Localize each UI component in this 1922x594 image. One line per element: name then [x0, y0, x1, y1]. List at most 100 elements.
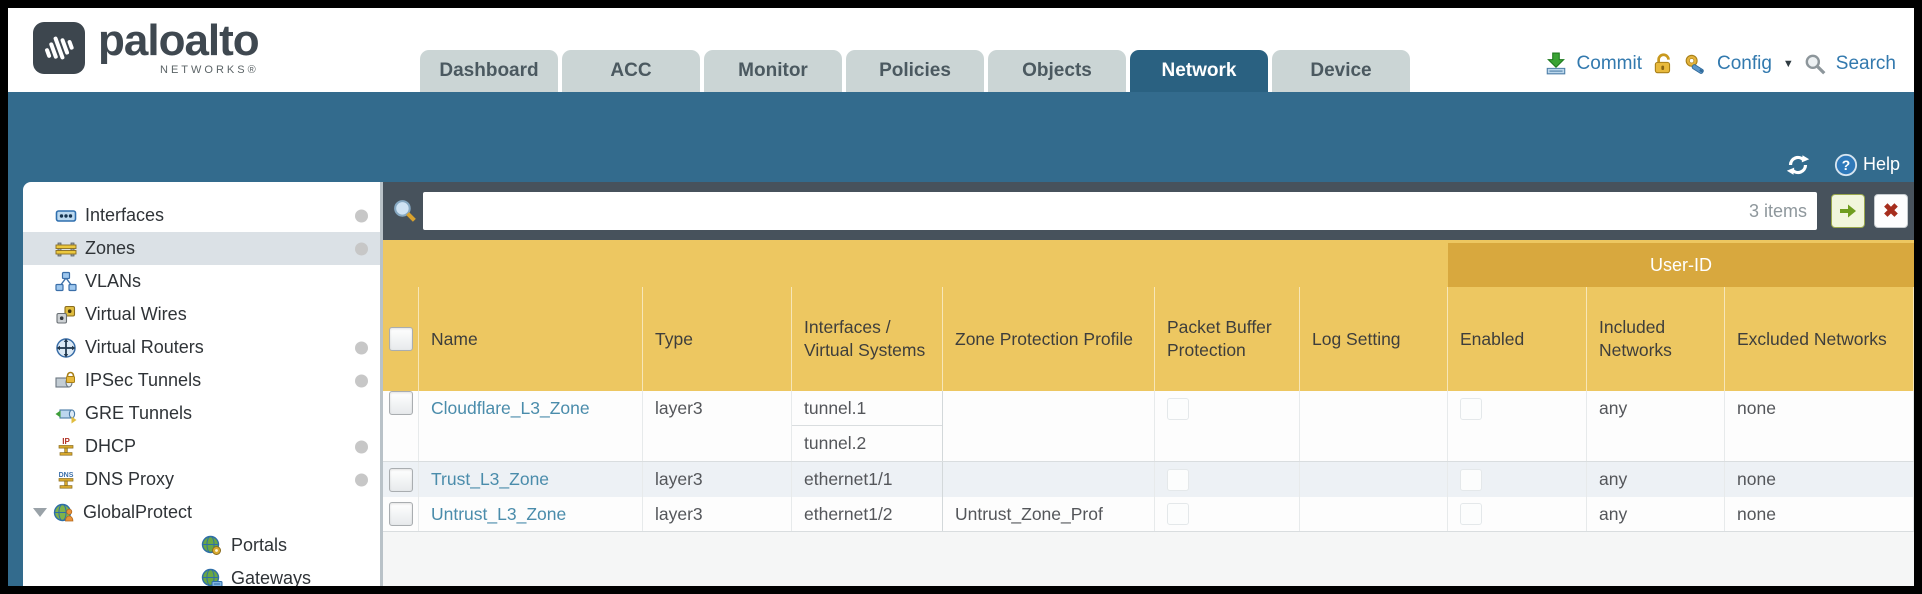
row-checkbox[interactable] [388, 467, 413, 492]
red-x-icon: ✖ [1883, 200, 1899, 222]
select-all-checkbox-cell [383, 287, 419, 391]
gateways-icon [201, 568, 223, 586]
sidebar-item-virtual-routers[interactable]: Virtual Routers [23, 331, 380, 364]
included-networks-cell: any [1587, 497, 1725, 531]
interface-subcell: tunnel.1 [792, 391, 942, 426]
clear-filter-button[interactable]: ✖ [1874, 194, 1908, 228]
zone-name-link[interactable]: Untrust_L3_Zone [431, 503, 567, 524]
zone-name-link[interactable]: Cloudflare_L3_Zone [431, 398, 590, 418]
select-all-checkbox[interactable] [388, 327, 413, 351]
column-header-zone-protection-profile[interactable]: Zone Protection Profile [943, 287, 1155, 391]
packet-buffer-checkbox[interactable] [1167, 468, 1189, 491]
user-id-enabled-checkbox[interactable] [1460, 503, 1482, 525]
help-label: Help [1862, 153, 1900, 174]
tab-monitor[interactable]: Monitor [704, 50, 842, 92]
sidebar-item-label: Interfaces [85, 205, 165, 225]
apply-filter-button[interactable] [1831, 194, 1865, 228]
sidebar-item-virtual-wires[interactable]: Virtual Wires [23, 298, 380, 331]
row-checkbox-cell [383, 497, 419, 531]
status-dot [355, 209, 368, 222]
tab-network[interactable]: Network [1130, 50, 1268, 92]
tab-device[interactable]: Device [1272, 50, 1410, 92]
sidebar-item-ipsec-tunnels[interactable]: IPSec Tunnels [23, 364, 380, 397]
sidebar-splitter[interactable] [380, 182, 383, 586]
column-header-excluded-networks[interactable]: Excluded Networks [1725, 287, 1914, 391]
config-icon [1684, 52, 1708, 76]
sidebar-item-interfaces[interactable]: Interfaces [23, 199, 380, 232]
sidebar-item-vlans[interactable]: VLANs [23, 265, 380, 298]
collapse-expander-icon[interactable] [33, 508, 47, 517]
sidebar-item-dns-proxy[interactable]: DNS DNS Proxy [23, 463, 380, 496]
excluded-networks-cell: none [1725, 497, 1914, 531]
column-header-included-networks[interactable]: Included Networks [1587, 287, 1725, 391]
green-arrow-icon [1840, 204, 1856, 218]
sidebar-item-gateways[interactable]: Gateways [23, 562, 380, 586]
svg-text:IP: IP [62, 437, 70, 446]
excluded-networks-cell: none [1725, 391, 1914, 461]
paloalto-logo: paloalto NETWORKS® [32, 19, 260, 76]
packet-buffer-checkbox[interactable] [1167, 503, 1189, 525]
packet-buffer-checkbox[interactable] [1167, 398, 1189, 420]
column-header-log-setting[interactable]: Log Setting [1300, 287, 1448, 391]
packet-buffer-protection-cell [1155, 391, 1300, 461]
filter-input[interactable] [433, 201, 1749, 221]
sidebar-item-label: DNS Proxy [85, 469, 175, 489]
tab-objects[interactable]: Objects [988, 50, 1126, 92]
search-button[interactable]: Search [1835, 53, 1896, 74]
ipsec-tunnels-icon [55, 370, 77, 392]
row-checkbox[interactable] [388, 391, 413, 415]
sidebar-item-globalprotect[interactable]: GlobalProtect [23, 496, 380, 529]
sidebar-item-label: Virtual Routers [85, 337, 204, 357]
help-link[interactable]: ? Help [1834, 152, 1900, 177]
main-nav-tabs: Dashboard ACC Monitor Policies Objects N… [420, 50, 1410, 92]
log-setting-cell [1300, 462, 1448, 497]
sidebar-item-zones[interactable]: Zones [23, 232, 380, 265]
lock-icon[interactable] [1651, 52, 1675, 76]
packet-buffer-protection-cell [1155, 497, 1300, 531]
zone-name-link[interactable]: Trust_L3_Zone [431, 469, 550, 489]
filter-input-box: 3 items [423, 192, 1817, 230]
zone-protection-profile-cell [943, 462, 1155, 497]
user-id-enabled-checkbox[interactable] [1460, 398, 1482, 420]
column-header-enabled[interactable]: Enabled [1448, 287, 1587, 391]
packet-buffer-protection-cell [1155, 462, 1300, 497]
tab-dashboard[interactable]: Dashboard [420, 50, 558, 92]
user-id-enabled-cell [1448, 497, 1587, 531]
zone-type-cell: layer3 [643, 462, 792, 497]
sidebar-item-gre-tunnels[interactable]: GRE Tunnels [23, 397, 380, 430]
column-header-type[interactable]: Type [643, 287, 792, 391]
sidebar-item-dhcp[interactable]: IP DHCP [23, 430, 380, 463]
virtual-wires-icon [55, 304, 77, 326]
sidebar-item-label: GRE Tunnels [85, 403, 193, 423]
status-dot [355, 242, 368, 255]
chevron-down-icon[interactable]: ▼ [1782, 58, 1794, 70]
interfaces-icon [55, 205, 77, 227]
refresh-icon[interactable] [1786, 152, 1810, 176]
item-count: 3 items [1748, 200, 1807, 221]
included-networks-cell: any [1587, 391, 1725, 461]
gre-tunnels-icon [55, 403, 77, 425]
sidebar-item-label: Gateways [231, 568, 312, 586]
status-dot [355, 473, 368, 486]
tab-policies[interactable]: Policies [846, 50, 984, 92]
filter-search-icon [391, 198, 418, 225]
tab-acc[interactable]: ACC [562, 50, 700, 92]
column-header-name[interactable]: Name [419, 287, 643, 391]
column-header-packet-buffer-protection[interactable]: Packet Buffer Protection [1155, 287, 1300, 391]
column-header-interfaces[interactable]: Interfaces / Virtual Systems [792, 287, 943, 391]
table-row: Trust_L3_Zone layer3 ethernet1/1 any non… [383, 462, 1914, 497]
sidebar-item-label: VLANs [85, 271, 142, 291]
vlans-icon [55, 271, 77, 293]
sidebar-item-label: IPSec Tunnels [85, 370, 202, 390]
zones-table-header: User-ID Name Type Interfaces / Virtual S… [383, 240, 1914, 391]
help-icon: ? [1834, 152, 1858, 177]
row-checkbox[interactable] [388, 502, 413, 526]
zone-type-cell: layer3 [643, 497, 792, 531]
portals-icon [201, 535, 223, 557]
filter-toolbar: 3 items ✖ [383, 182, 1914, 240]
sidebar-item-portals[interactable]: Portals [23, 529, 380, 562]
user-id-enabled-checkbox[interactable] [1460, 468, 1482, 491]
config-menu[interactable]: Config [1716, 53, 1772, 74]
status-dot [355, 341, 368, 354]
commit-button[interactable]: Commit [1576, 53, 1642, 74]
